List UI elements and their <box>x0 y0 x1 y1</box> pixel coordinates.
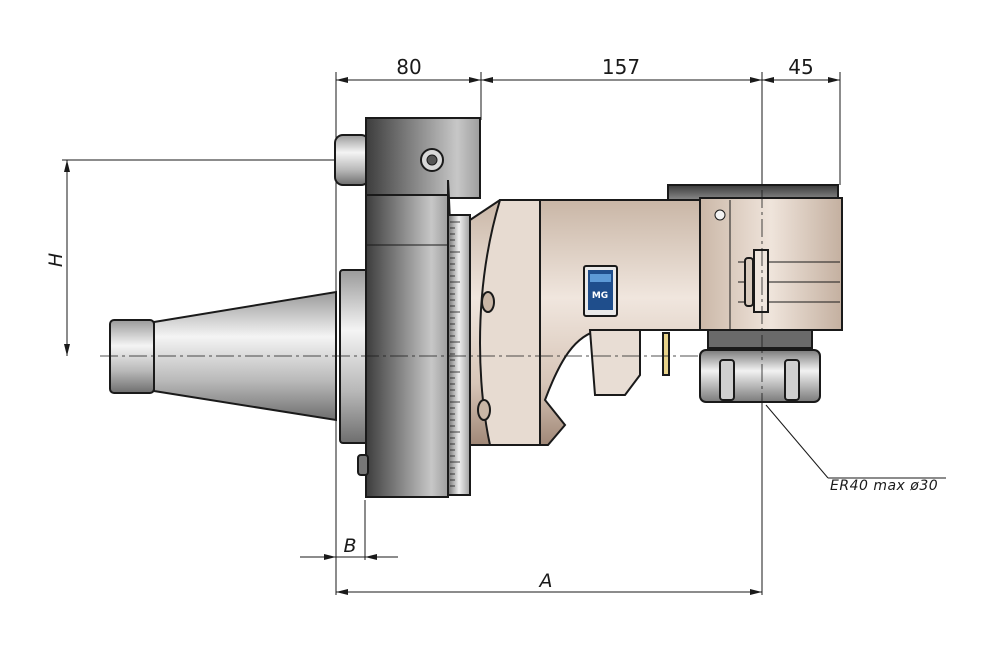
dimension-b: B <box>300 535 398 560</box>
spindle-head <box>667 184 843 349</box>
locating-pin <box>334 134 370 186</box>
scale-ring <box>447 214 471 496</box>
brand-logo-text: MG <box>592 291 608 301</box>
center-lines <box>100 190 763 410</box>
taper-shank <box>109 269 369 444</box>
dimension-45-label: 45 <box>788 55 813 79</box>
dimension-a: A <box>336 570 762 595</box>
collet-callout: ER40 max ø30 <box>765 404 946 494</box>
dimension-80: 80 <box>336 55 481 83</box>
angle-head-body <box>469 199 701 446</box>
dimension-157-label: 157 <box>602 55 640 79</box>
brand-logo: MG <box>583 265 618 317</box>
dimension-h-label: H <box>45 253 67 267</box>
dimension-h: H <box>45 160 70 356</box>
dimension-80-label: 80 <box>396 55 421 79</box>
dimension-a-label: A <box>538 570 553 592</box>
collet-nut <box>699 349 821 403</box>
dimension-45: 45 <box>762 55 840 83</box>
dimension-b-label: B <box>343 535 356 557</box>
collet-callout-label: ER40 max ø30 <box>830 478 938 494</box>
dimension-157: 157 <box>481 55 762 83</box>
